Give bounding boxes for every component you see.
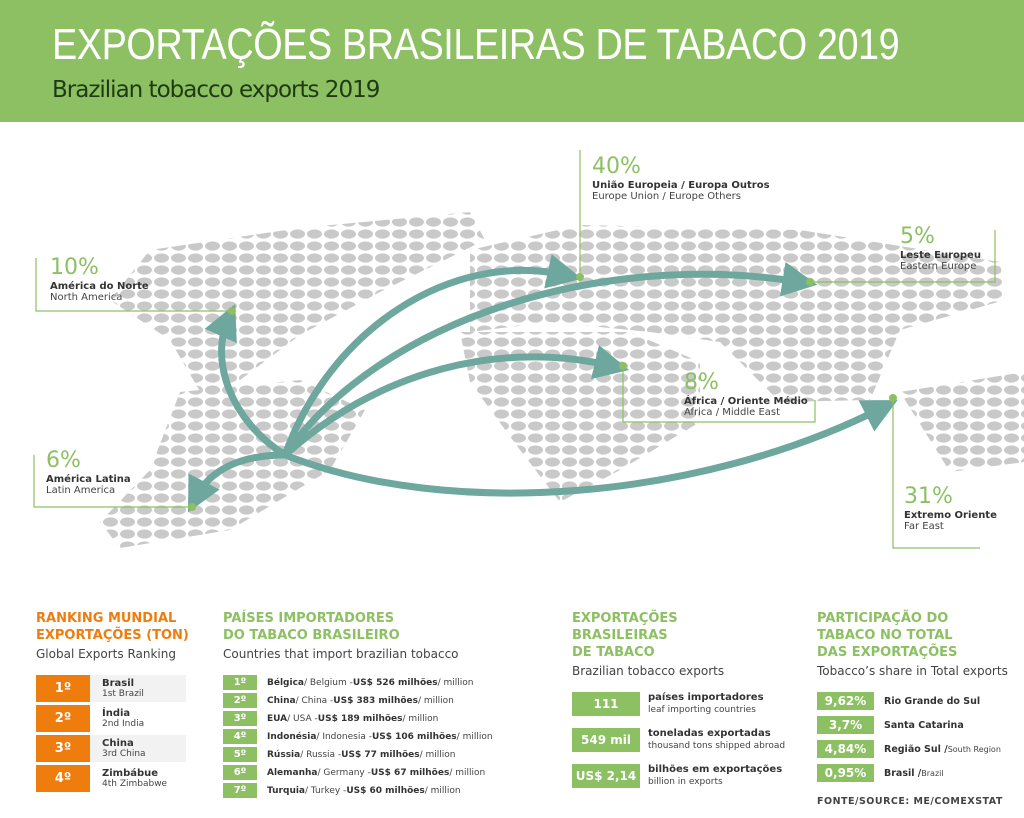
eurasia-shape bbox=[470, 225, 1005, 402]
arrow-far-east bbox=[283, 400, 898, 497]
share-section: PARTICIPAÇÃO DO TABACO NO TOTAL DAS EXPO… bbox=[817, 611, 1008, 807]
arrow-latin-america bbox=[187, 451, 286, 513]
leader-lines bbox=[33, 150, 996, 549]
exports-section: EXPORTAÇÕES BRASILEIRAS DE TABACO Brazil… bbox=[572, 611, 786, 788]
arrow-europe bbox=[281, 254, 583, 457]
export-arrows bbox=[187, 254, 898, 513]
arrow-eastern-europe bbox=[282, 261, 818, 458]
source-note: FONTE/SOURCE: ME/COMEXSTAT bbox=[817, 796, 1003, 807]
oceania-shape bbox=[900, 372, 1024, 472]
ranking-section: RANKING MUNDIAL EXPORTAÇÕES (TON) Global… bbox=[36, 610, 189, 795]
africa-shape bbox=[460, 332, 700, 502]
page-subtitle: Brazilian tobacco exports 2019 bbox=[52, 77, 380, 103]
arrow-africa bbox=[282, 345, 630, 458]
world-map bbox=[33, 150, 1024, 549]
importers-section: PAÍSES IMPORTADORES DO TABACO BRASILEIRO… bbox=[223, 611, 493, 798]
share-row: 3,7%Santa Catarina bbox=[817, 716, 1008, 734]
page-title: EXPORTAÇÕES BRASILEIRAS DE TABACO 2019 bbox=[52, 20, 900, 69]
header-banner: EXPORTAÇÕES BRASILEIRAS DE TABACO 2019 B… bbox=[0, 0, 1024, 122]
share-row: 4,84%Região Sul / South Region bbox=[817, 740, 1008, 758]
share-row: 9,62%Rio Grande do Sul bbox=[817, 692, 1008, 710]
arrow-north-america bbox=[204, 304, 287, 458]
share-row: 0,95%Brasil / Brazil bbox=[817, 764, 1008, 782]
north-america-shape bbox=[110, 212, 485, 400]
